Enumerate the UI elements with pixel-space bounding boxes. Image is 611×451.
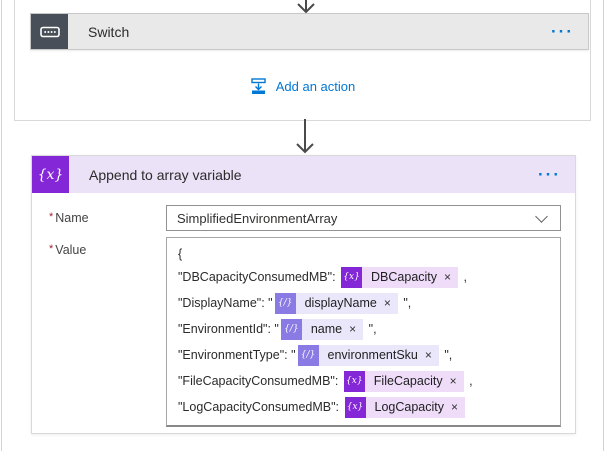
value-field-label: *Value bbox=[49, 243, 87, 257]
remove-token-icon[interactable]: × bbox=[383, 296, 391, 310]
append-card-body: *Name SimplifiedEnvironmentArray *Value … bbox=[32, 193, 575, 427]
remove-token-icon[interactable]: × bbox=[451, 400, 459, 414]
token-body: FileCapacity × bbox=[364, 370, 464, 392]
append-more-options-button[interactable]: ··· bbox=[538, 164, 561, 184]
dynamic-token[interactable]: {/} name × bbox=[280, 318, 364, 340]
name-field-row: *Name SimplifiedEnvironmentArray bbox=[49, 205, 561, 231]
dynamic-content-icon: {/} bbox=[280, 318, 302, 340]
outer-scope-left-border bbox=[1, 0, 2, 451]
value-line-text: ", bbox=[440, 348, 453, 362]
token-name: name bbox=[310, 322, 343, 336]
value-line: "FileCapacityConsumedMB": {x}FileCapacit… bbox=[178, 368, 550, 394]
add-an-action-button[interactable]: Add an action bbox=[15, 78, 590, 95]
dynamic-token[interactable]: {/} displayName × bbox=[274, 292, 398, 314]
switch-more-options-button[interactable]: ··· bbox=[551, 21, 574, 41]
variable-x-icon: {x} bbox=[341, 266, 363, 288]
variable-x-icon: {x} bbox=[344, 396, 366, 418]
token-name: LogCapacity bbox=[374, 400, 445, 414]
value-line: "EnvironmentType": "{/} environmentSku × "… bbox=[178, 342, 550, 368]
connector-arrow-icon bbox=[294, 0, 318, 14]
token-name: environmentSku bbox=[327, 348, 418, 362]
remove-token-icon[interactable]: × bbox=[444, 270, 452, 284]
value-line-text: "DBCapacityConsumedMB": bbox=[178, 270, 340, 284]
append-card-title: Append to array variable bbox=[89, 166, 242, 183]
token-name: displayName bbox=[304, 296, 377, 310]
variable-connector-icon: {x} bbox=[32, 156, 69, 193]
token-body: DBCapacity × bbox=[362, 266, 459, 288]
value-line: } bbox=[178, 420, 550, 426]
value-line: "DisplayName": "{/} displayName × ", bbox=[178, 290, 550, 316]
switch-card-title: Switch bbox=[88, 23, 130, 40]
value-line: "DBCapacityConsumedMB": {x} DBCapacity × , bbox=[178, 264, 550, 290]
name-field-label: *Name bbox=[49, 211, 89, 225]
token-body: environmentSku × bbox=[318, 344, 439, 366]
token-name: DBCapacity bbox=[371, 270, 438, 284]
dynamic-token[interactable]: {/} environmentSku × bbox=[297, 344, 439, 366]
token-body: name × bbox=[301, 318, 364, 340]
switch-scope-container: Switch ··· Add an action bbox=[14, 0, 591, 121]
value-line-text: "LogCapacityConsumedMB": bbox=[178, 400, 343, 414]
value-line: "LogCapacityConsumedMB": {x} LogCapacity × bbox=[178, 394, 550, 420]
variable-token[interactable]: {x} LogCapacity × bbox=[344, 396, 466, 418]
token-body: LogCapacity × bbox=[365, 396, 466, 418]
value-field-row: *Value {"DBCapacityConsumedMB": {x}DBCap… bbox=[49, 237, 561, 427]
chevron-down-icon bbox=[535, 209, 548, 223]
connector-arrow-icon bbox=[293, 119, 317, 155]
add-action-label: Add an action bbox=[275, 79, 356, 94]
variable-token[interactable]: {x} DBCapacity × bbox=[341, 266, 459, 288]
outer-scope-right-border bbox=[603, 0, 604, 451]
append-card-header[interactable]: {x} Append to array variable ··· bbox=[32, 156, 575, 193]
value-line-text: ", bbox=[399, 296, 412, 310]
token-name: FileCapacity bbox=[373, 374, 443, 388]
remove-token-icon[interactable]: × bbox=[349, 322, 357, 336]
switch-action-card[interactable]: Switch ··· bbox=[30, 13, 589, 50]
add-action-icon bbox=[251, 78, 266, 94]
variable-token[interactable]: {x} FileCapacity × bbox=[343, 370, 464, 392]
value-line-text: "DisplayName": " bbox=[178, 296, 273, 310]
value-line-text: , bbox=[465, 374, 473, 388]
append-to-array-variable-card: {x} Append to array variable ··· *Name S… bbox=[31, 155, 576, 434]
value-line: { bbox=[178, 246, 183, 261]
dynamic-content-icon: {/} bbox=[274, 292, 296, 314]
value-line: "EnvironmentId": "{/} name × ", bbox=[178, 316, 550, 342]
value-line-text: "EnvironmentId": " bbox=[178, 322, 279, 336]
dynamic-content-icon: {/} bbox=[297, 344, 319, 366]
variable-x-icon: {x} bbox=[343, 370, 365, 392]
value-line-text: "FileCapacityConsumedMB": bbox=[178, 374, 342, 388]
remove-token-icon[interactable]: × bbox=[449, 374, 457, 388]
value-editor[interactable]: { "DBCapacityConsumedMB": {x} DBCapacity × … bbox=[166, 237, 561, 427]
required-asterisk: * bbox=[49, 211, 54, 223]
variable-name-value: SimplifiedEnvironmentArray bbox=[177, 210, 338, 226]
variable-name-dropdown[interactable]: SimplifiedEnvironmentArray bbox=[166, 205, 561, 231]
remove-token-icon[interactable]: × bbox=[424, 348, 432, 362]
value-line-text: , bbox=[460, 270, 467, 284]
required-asterisk: * bbox=[49, 243, 54, 255]
value-line-text: ", bbox=[365, 322, 377, 336]
value-line-text: "EnvironmentType": " bbox=[178, 348, 296, 362]
switch-connector-icon bbox=[31, 14, 68, 49]
token-body: displayName × bbox=[295, 292, 398, 314]
